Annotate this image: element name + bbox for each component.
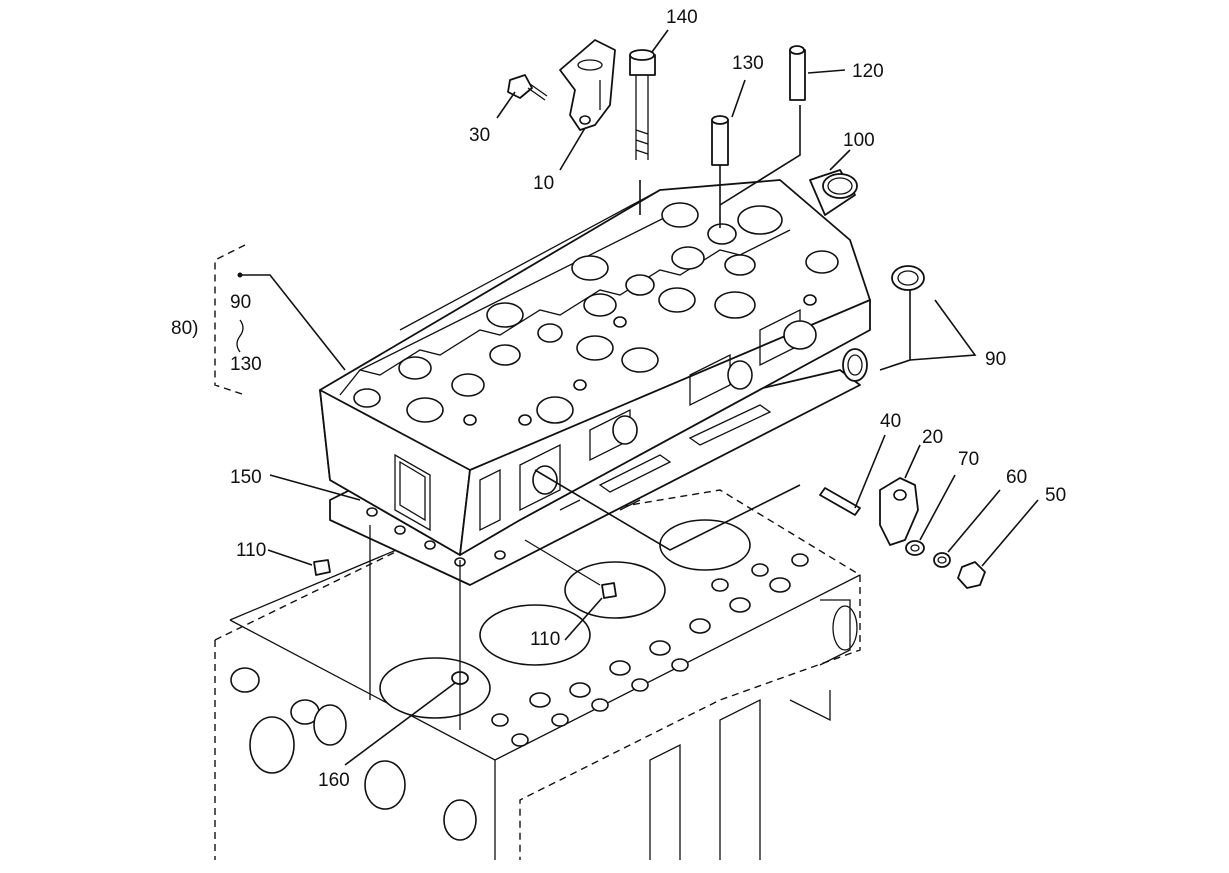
seal-ring-90 <box>842 265 925 382</box>
dowel-pin-110-left <box>313 559 331 576</box>
callout-150: 150 <box>230 467 262 488</box>
callout-60: 60 <box>1006 467 1027 488</box>
head-bolt-140 <box>629 49 656 160</box>
callout-100: 100 <box>843 130 875 151</box>
lifting-hook-10 <box>559 39 616 131</box>
bracket-plate-20 <box>879 477 919 546</box>
washer-60 <box>933 552 951 568</box>
callout-80: 80) <box>171 318 198 339</box>
callout-90-range-start: 90 <box>230 292 251 313</box>
callout-labels: 140 130 120 100 30 10 80) 90 130 90 40 2… <box>171 7 1066 791</box>
callout-140: 140 <box>666 7 698 28</box>
plug-100 <box>809 169 858 216</box>
washer-70 <box>905 540 925 556</box>
callout-90-right: 90 <box>985 349 1006 370</box>
valve-guide-130 <box>711 115 729 166</box>
callout-110-center: 110 <box>530 629 560 650</box>
callout-50: 50 <box>1045 485 1066 506</box>
leader-lines <box>240 29 1039 766</box>
stud-40 <box>819 487 861 516</box>
range-bracket-80 <box>214 244 246 396</box>
callout-130-top: 130 <box>732 53 764 74</box>
callout-20: 20 <box>922 427 943 448</box>
cylinder-head-body <box>319 179 871 556</box>
bolt-30 <box>507 74 548 101</box>
callout-130-range-end: 130 <box>230 354 262 375</box>
callout-10: 10 <box>533 173 554 194</box>
callout-120: 120 <box>852 61 884 82</box>
callout-110-left: 110 <box>236 540 266 561</box>
dowel-pin-110-center <box>601 582 617 599</box>
callout-40: 40 <box>880 411 901 432</box>
callout-160: 160 <box>318 770 350 791</box>
callout-70: 70 <box>958 449 979 470</box>
callout-30: 30 <box>469 125 490 146</box>
nut-50 <box>957 561 986 589</box>
valve-guide-120 <box>789 45 806 101</box>
